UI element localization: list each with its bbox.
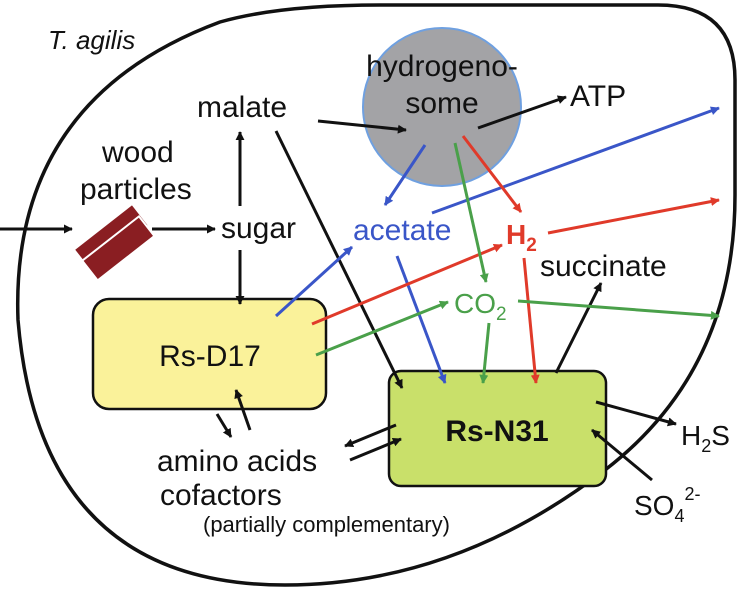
h2-label: H2: [506, 219, 537, 256]
arrow-rs-d17-to-co2: [315, 300, 449, 357]
atp-label: ATP: [570, 80, 626, 113]
h2s-label: H2S: [681, 420, 730, 456]
arrow-rs-d17-to-amino: [215, 413, 233, 438]
h2s-sub: 2: [701, 436, 711, 456]
rs-n31-label: Rs-N31: [445, 415, 548, 448]
arrow-so4-to-rs-n31: [591, 428, 653, 482]
arrow-hydrogenosome-to-co2: [453, 142, 489, 283]
hydrogenosome-label-line2: some: [405, 87, 478, 120]
cofactors-label: cofactors: [160, 479, 282, 512]
wood-label-line1: wood: [101, 136, 174, 169]
arrow-hydrogenosome-to-atp: [477, 95, 567, 130]
h2s-h: H: [681, 420, 701, 451]
arrow-rs-d17-to-h2: [311, 243, 503, 326]
so4-sub: 4: [674, 506, 684, 526]
co2-sub: 2: [496, 304, 507, 325]
cell-title: T. agilis: [48, 25, 135, 55]
arrow-hydrogenosome-to-acetate: [383, 144, 427, 206]
arrow-rs-d17-to-acetate: [274, 245, 354, 318]
arrow-co2-to-external: [517, 299, 720, 320]
wood-label-line2: particles: [80, 173, 192, 206]
co2-label: CO2: [454, 288, 507, 325]
co2-main: CO: [454, 288, 496, 319]
complementary-note: (partially complementary): [203, 512, 450, 537]
h2-sub: 2: [526, 235, 537, 256]
hydrogenosome: [362, 27, 522, 187]
arrow-rs-n31-to-amino: [344, 423, 397, 448]
sugar-label: sugar: [221, 212, 296, 245]
succinate-label: succinate: [540, 250, 667, 283]
arrow-rs-n31-to-succinate: [554, 282, 603, 374]
so4-label: SO42-: [634, 484, 701, 526]
arrow-acetate-to-external: [431, 106, 720, 215]
arrow-h2-to-rs-n31: [522, 257, 540, 384]
rs-d17-box: [91, 297, 328, 411]
amino-acids-label: amino acids: [157, 445, 317, 478]
hydrogenosome-label-line1: hydrogeno-: [366, 50, 518, 83]
h2s-s: S: [711, 420, 730, 451]
so4-main: SO: [634, 490, 674, 521]
malate-label: malate: [197, 91, 287, 124]
rs-d17-label: Rs-D17: [159, 340, 261, 373]
so4-sup: 2-: [684, 484, 700, 504]
cell-outline: [15, 3, 737, 587]
arrow-amino-to-rs-n31: [349, 437, 402, 462]
h2-main: H: [506, 219, 526, 250]
arrow-hydrogenosome-to-h2: [461, 135, 523, 213]
arrow-malate-to-hydrogenosome: [317, 119, 407, 134]
acetate-label: acetate: [353, 214, 451, 247]
arrow-h2-to-external: [547, 197, 720, 235]
arrow-co2-to-rs-n31: [479, 322, 491, 384]
wood-particles-icon: [75, 205, 156, 282]
arrow-amino-to-rs-d17: [234, 389, 252, 431]
arrow-acetate-to-rs-n31: [395, 255, 447, 384]
arrow-rs-n31-to-h2s: [595, 400, 677, 427]
